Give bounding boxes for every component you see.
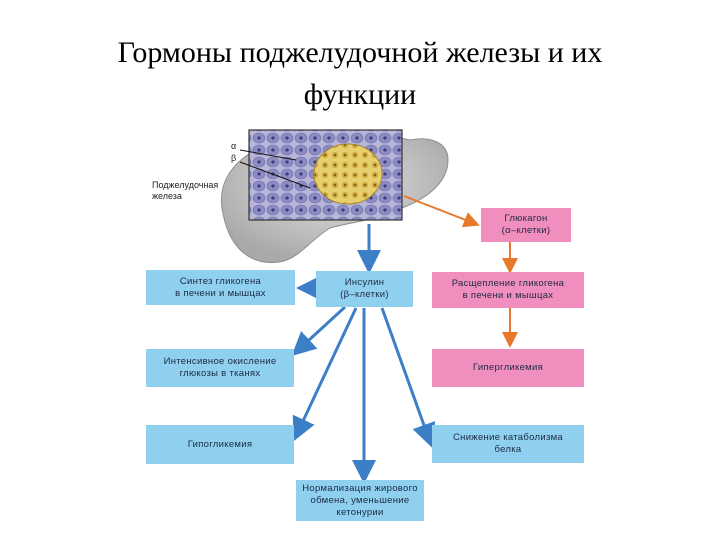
beta-cell-label: β <box>231 153 237 163</box>
glucose-oxidation-line-1: Интенсивное окисление <box>163 356 277 367</box>
hyperglycemia-line-1: Гипергликемия <box>472 362 544 373</box>
fat-metabolism-line-3: кетонурии <box>336 506 384 518</box>
title-line-1: Гормоны поджелудочной железы и их <box>117 36 603 69</box>
glycogen-breakdown-line-1: Расщепление гликогена <box>451 278 565 289</box>
glycogen-breakdown-line-2: в печени и мышцах <box>462 290 554 301</box>
hypoglycemia-line-1: Гипогликемия <box>187 438 253 450</box>
catabolism-line-2: белка <box>494 444 522 455</box>
fat-metabolism-line-2: обмена, уменьшение <box>310 494 410 506</box>
hypoglycemia-box: Гипогликемия <box>146 425 294 464</box>
glucagon-box-line-2: (α–клетки) <box>501 225 551 236</box>
insulin-box-line-1: Инсулин <box>344 277 385 288</box>
pancreas-label: Поджелудочная железа <box>152 180 218 202</box>
insulin-box-line-2: (β–клетки) <box>340 289 389 300</box>
glycogen-synthesis-line-2: в печени и мышцах <box>175 287 266 299</box>
pancreas-label-line-1: Поджелудочная <box>152 180 219 190</box>
glycogen-synthesis-line-1: Синтез гликогена <box>179 275 262 287</box>
page-title: Гормоны поджелудочной железы и их функци… <box>0 32 720 116</box>
pancreas-label-line-2: железа <box>152 191 182 201</box>
fat-metabolism-line-1: Нормализация жирового <box>302 482 418 494</box>
langerhans-islet <box>313 143 383 205</box>
glucagon-box-line-1: Глюкагон <box>504 213 548 224</box>
hyperglycemia-box: Гипергликемия <box>432 349 584 387</box>
glucagon-box: Глюкагон(α–клетки) <box>481 208 571 242</box>
insulin-box: Инсулин(β–клетки) <box>316 271 413 307</box>
catabolism-line-1: Снижение катаболизма <box>452 432 564 443</box>
glucose-oxidation-line-2: глюкозы в тканях <box>179 368 261 379</box>
title-line-2: функции <box>303 78 417 111</box>
alpha-cell-label: α <box>231 141 237 151</box>
